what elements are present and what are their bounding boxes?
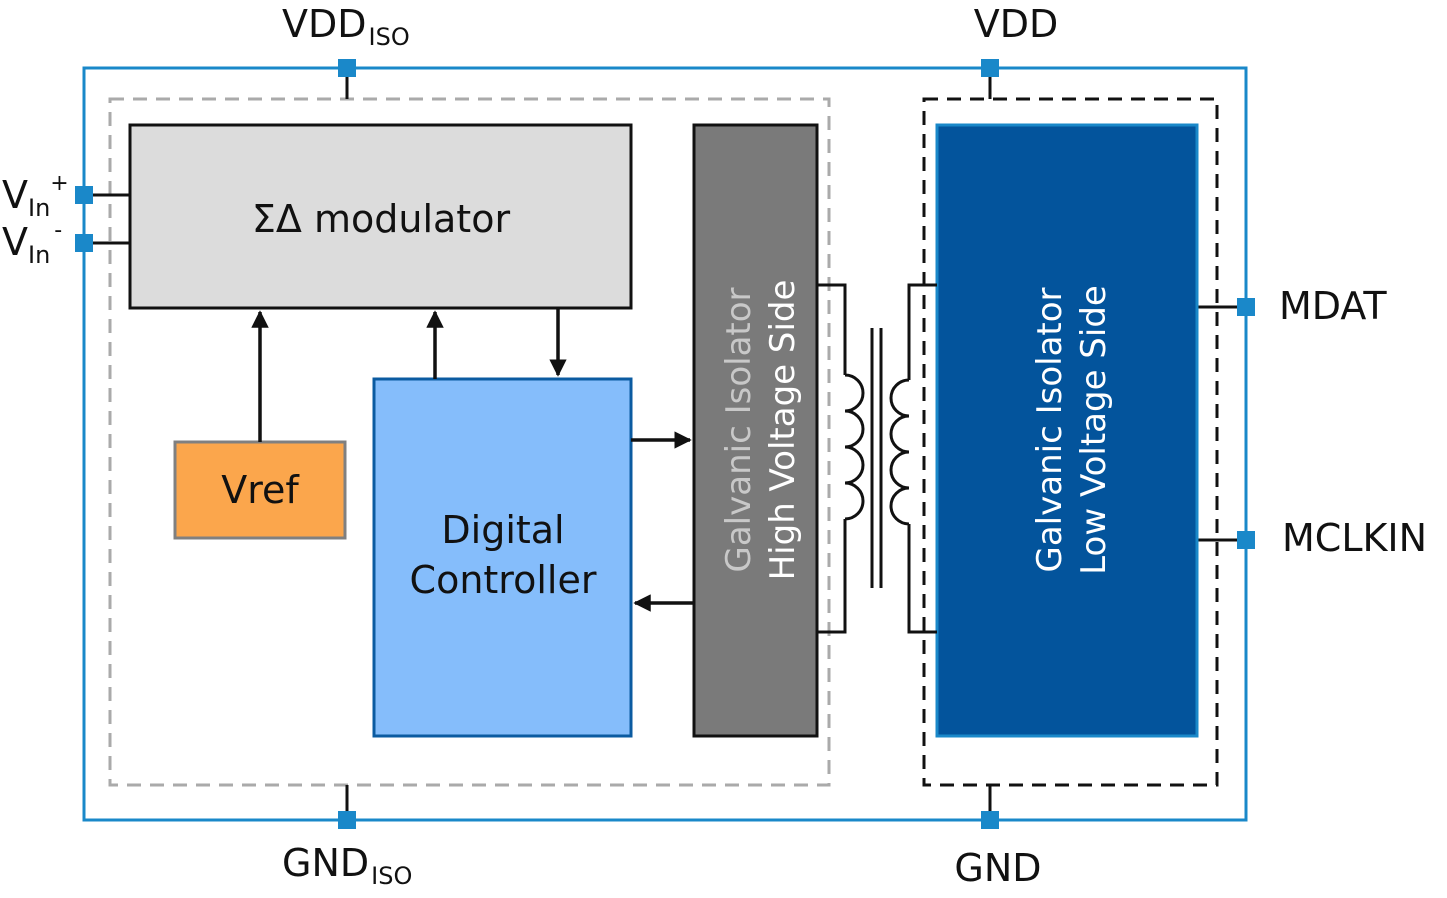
vref-block	[173, 440, 347, 540]
isolator-low-label-line1: Galvanic Isolator	[1030, 287, 1070, 572]
pin-vdd-iso	[338, 59, 356, 77]
output-wires	[1197, 305, 1246, 542]
gnd-label: GND	[954, 846, 1041, 890]
modulator-label: ΣΔ modulator	[252, 197, 511, 241]
controller-label-line1: Digital	[441, 508, 564, 552]
pin-vin-plus	[75, 186, 93, 204]
pin-gnd	[981, 811, 999, 829]
isolated-domain-boundary	[108, 97, 831, 787]
vdd-label: VDD	[974, 2, 1059, 46]
signal-arrows	[251, 308, 694, 612]
transformer-symbol	[817, 283, 937, 634]
isolator-low-block	[935, 123, 1199, 738]
isolator-low-label-line2: Low Voltage Side	[1074, 285, 1114, 575]
controller-label-line2: Controller	[410, 558, 597, 602]
low-voltage-domain-boundary	[922, 97, 1219, 787]
isolator-high-label-line1: Galvanic Isolator	[719, 287, 759, 572]
pin-vdd	[981, 59, 999, 77]
isolator-high-block	[692, 123, 819, 738]
mclkin-label: MCLKIN	[1282, 516, 1427, 560]
pin-mclkin	[1237, 531, 1255, 549]
digital-controller-block	[372, 377, 633, 738]
vdd-iso-label: VDDISO	[282, 2, 410, 51]
chip-outline	[82, 66, 1248, 822]
modulator-block	[128, 123, 633, 310]
pin-vin-minus	[75, 234, 93, 252]
isolator-high-label-line2: High Voltage Side	[763, 280, 803, 581]
pins	[75, 59, 1255, 829]
pin-gnd-iso	[338, 811, 356, 829]
mdat-label: MDAT	[1279, 284, 1387, 328]
pin-mdat	[1237, 298, 1255, 316]
gnd-iso-label: GNDISO	[282, 841, 412, 890]
vin-plus-label: VIn+	[2, 171, 69, 222]
vref-label: Vref	[221, 468, 300, 512]
vin-minus-label: VIn-	[2, 218, 62, 269]
